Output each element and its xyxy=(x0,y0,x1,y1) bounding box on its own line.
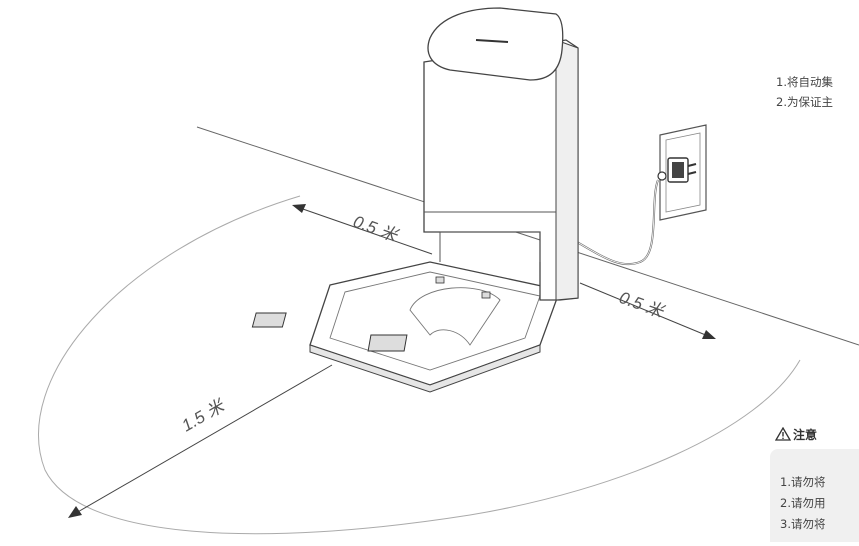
notice-item-2: 2.请勿用 xyxy=(780,496,826,510)
notice-heading: 注意 xyxy=(775,426,817,443)
right-clearance-label: 0.5 米 xyxy=(617,288,668,322)
warning-icon xyxy=(775,427,791,441)
dock-base xyxy=(251,261,561,393)
instruction-line-2: 2.为保证主 xyxy=(776,95,833,109)
wall-line xyxy=(196,126,859,346)
left-clearance-label: 0.5 米 xyxy=(351,212,402,246)
notice-item-3: 3.请勿将 xyxy=(780,517,826,531)
notice-panel xyxy=(770,449,859,542)
instruction-line-1: 1.将自动集 xyxy=(776,75,833,89)
front-clearance-arrow xyxy=(68,364,333,518)
left-clearance-arrow xyxy=(292,204,433,255)
dock-lid xyxy=(427,7,564,81)
dock-tower xyxy=(423,39,579,301)
clearance-arc xyxy=(38,195,801,535)
notice-title: 注意 xyxy=(793,428,818,442)
right-clearance-arrow xyxy=(579,282,716,339)
power-cord xyxy=(569,179,659,266)
wall-socket xyxy=(657,124,707,221)
notice-item-1: 1.请勿将 xyxy=(780,475,826,489)
